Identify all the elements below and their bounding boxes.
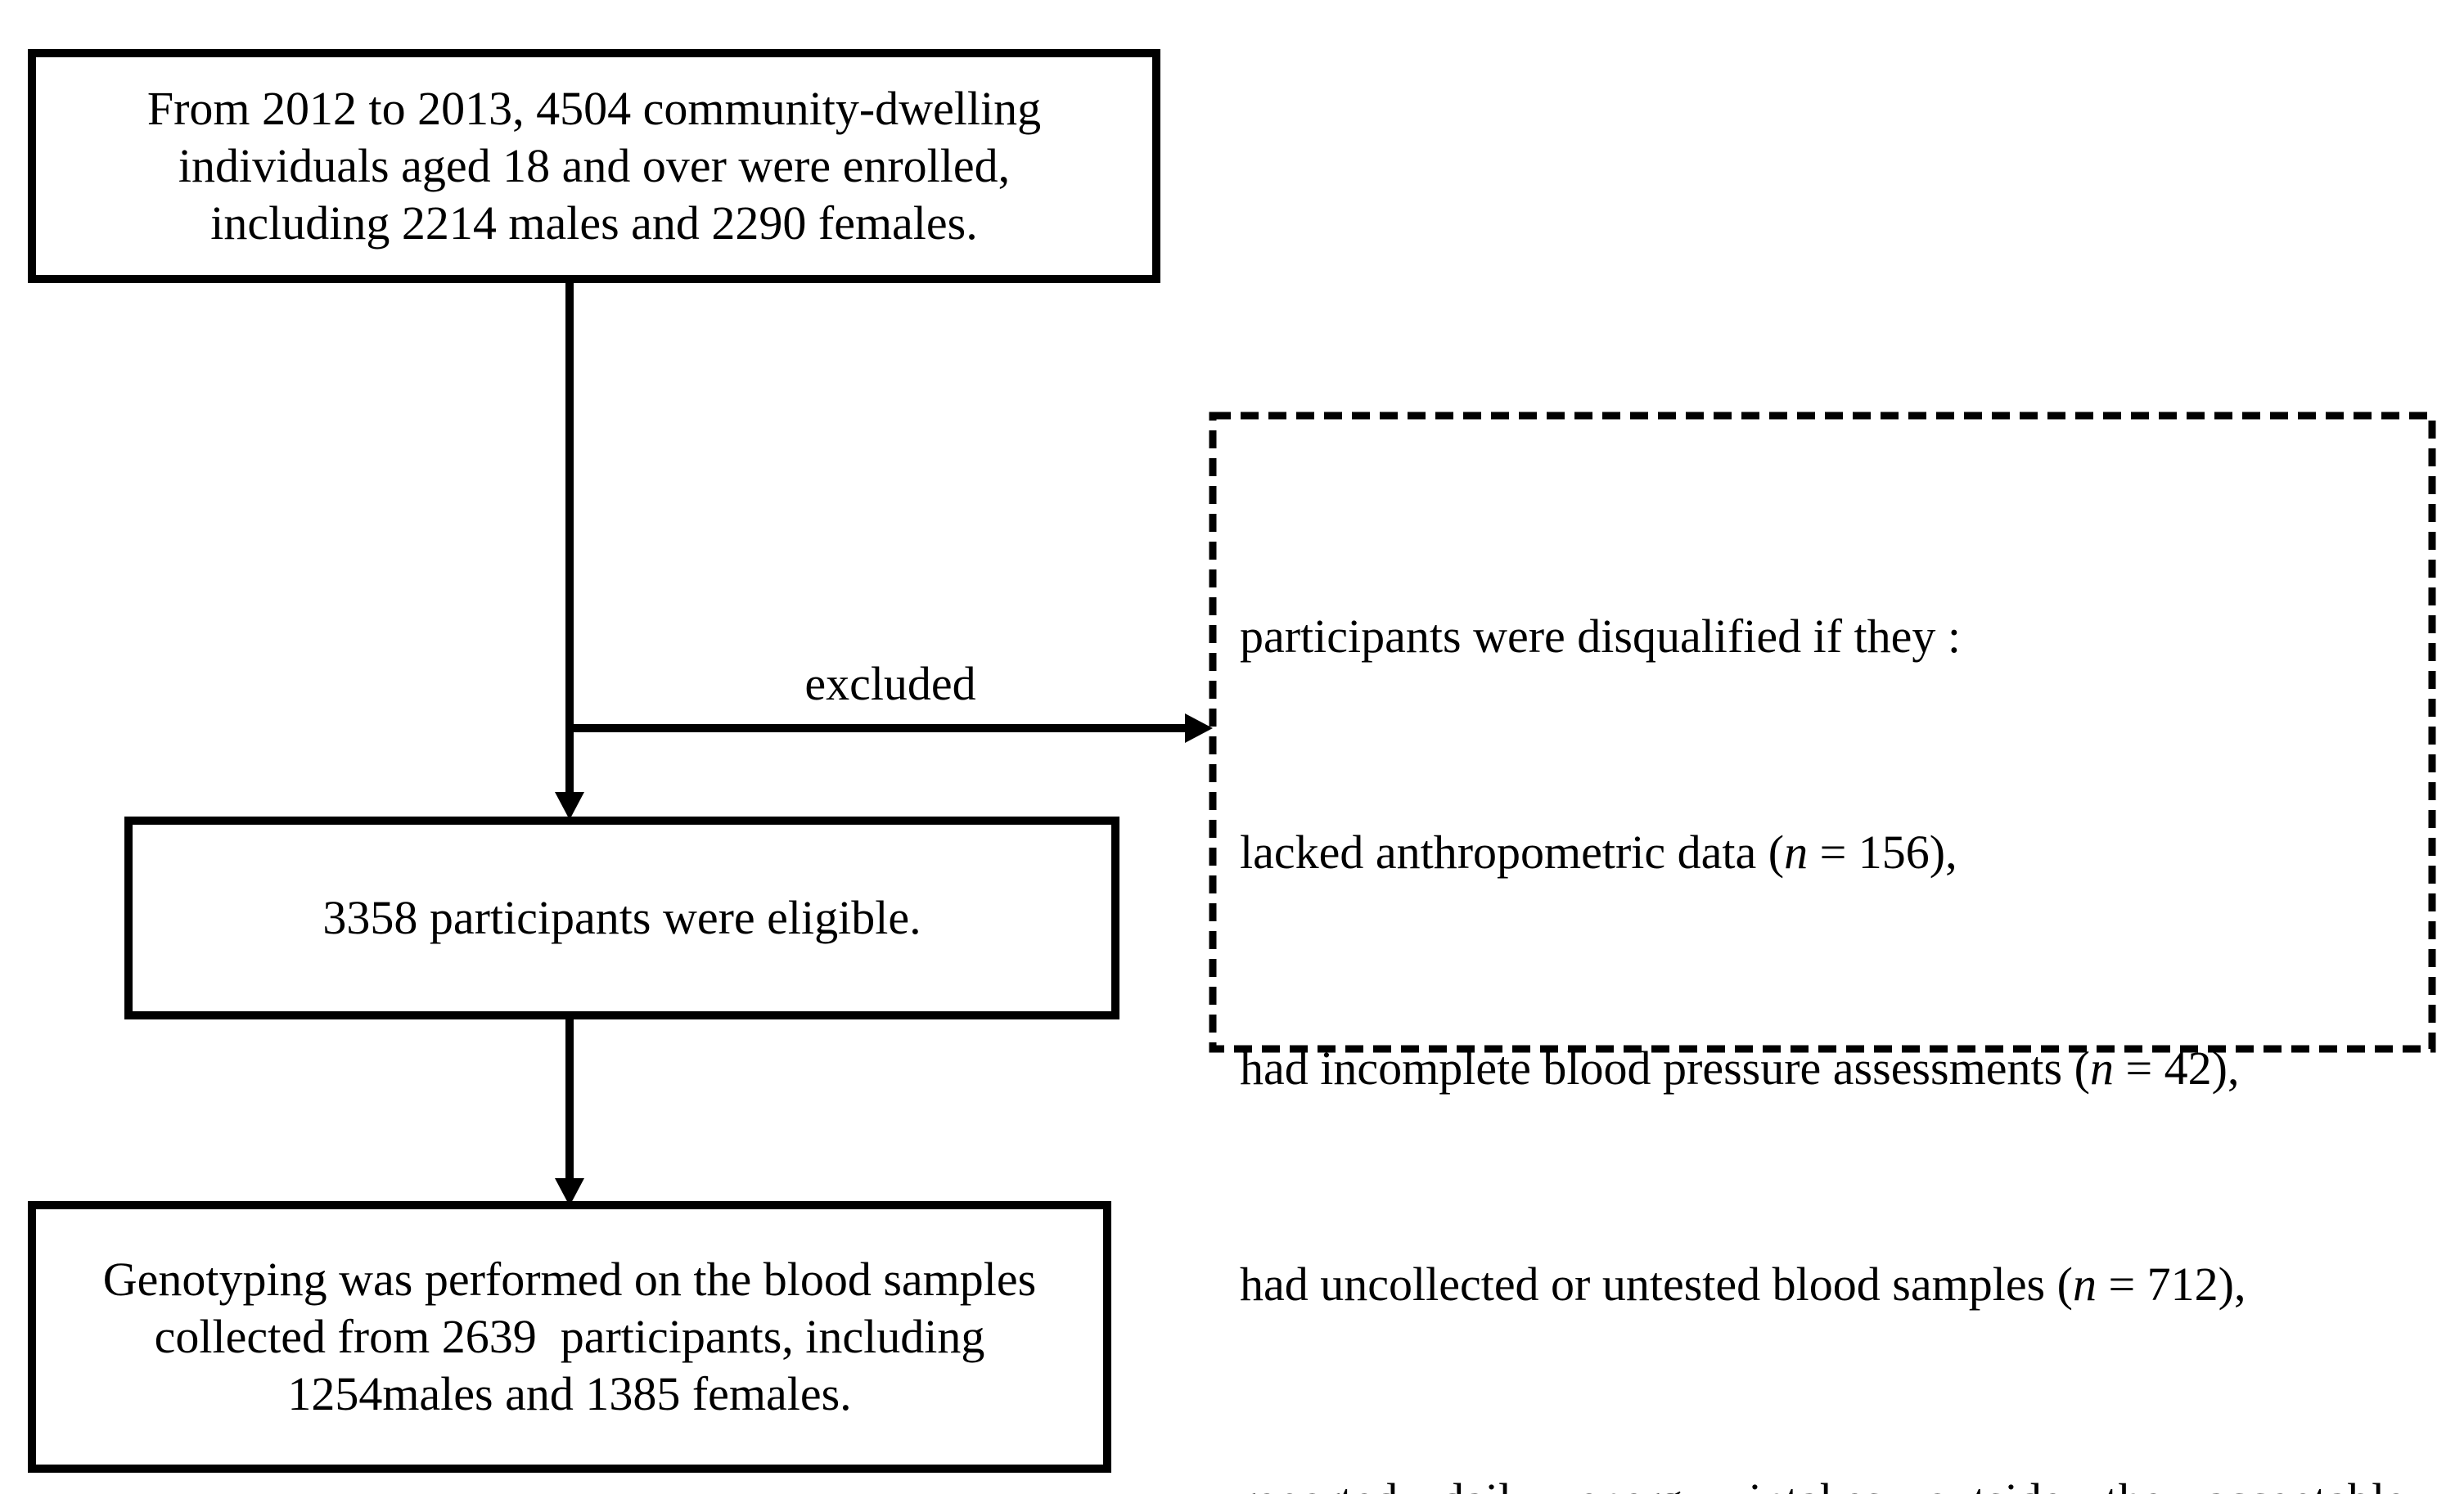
enrollment-box-line: From 2012 to 2013, 4504 community-dwelli… xyxy=(146,82,1042,135)
exclusion-box-dashed-border xyxy=(1209,412,2436,1053)
exclusion-criteria-item: lacked anthropometric data (n = 156), xyxy=(1240,826,1957,879)
arrowhead-down-into-genotyping xyxy=(555,1178,584,1206)
genotyping-box-line: Genotyping was performed on the blood sa… xyxy=(102,1253,1037,1306)
enrollment-box: From 2012 to 2013, 4504 community-dwelli… xyxy=(28,49,1160,283)
genotyping-box-line: collected from 2639 participants, includ… xyxy=(154,1310,985,1363)
exclusion-criteria-item: reported daily energy intakes outside th… xyxy=(1240,1465,2406,1494)
exclusion-criteria-box: participants were disqualified if they :… xyxy=(1240,457,2406,1494)
exclusion-criteria-intro: participants were disqualified if they : xyxy=(1240,610,1961,663)
eligible-box: 3358 participants were eligible. xyxy=(124,817,1119,1019)
arrowhead-down-into-eligible xyxy=(555,792,584,820)
excluded-label: excluded xyxy=(804,657,976,710)
exclusion-criteria-item: had uncollected or untested blood sample… xyxy=(1240,1258,2246,1311)
genotyping-box-line: 1254males and 1385 females. xyxy=(287,1367,852,1420)
genotyping-box: Genotyping was performed on the blood sa… xyxy=(28,1201,1111,1473)
arrowhead-right-into-exclusion xyxy=(1185,713,1213,743)
enrollment-box-line: individuals aged 18 and over were enroll… xyxy=(178,139,1011,192)
enrollment-box-line: including 2214 males and 2290 females. xyxy=(210,196,978,250)
exclusion-criteria-item: had incomplete blood pressure assessment… xyxy=(1240,1042,2240,1095)
eligible-box-text: 3358 participants were eligible. xyxy=(322,891,921,944)
